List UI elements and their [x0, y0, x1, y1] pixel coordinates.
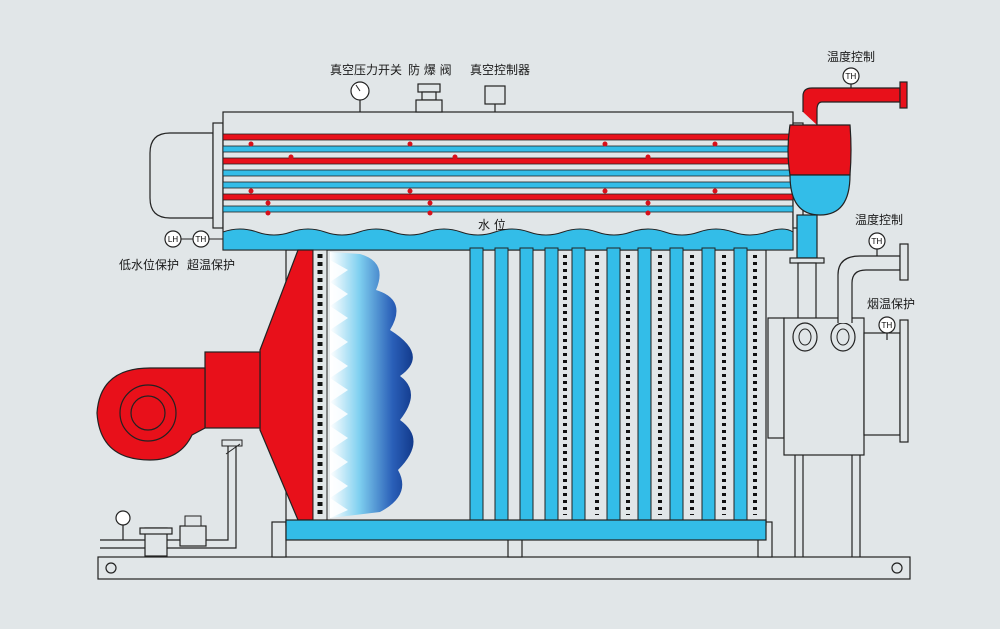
- water-level-label: 水 位: [478, 218, 506, 232]
- burner: [96, 249, 314, 521]
- top-temp-gauge: TH: [842, 67, 860, 85]
- steam-outlet: [787, 76, 908, 324]
- furnace-wall-tubes: [312, 249, 328, 521]
- low-water-level-gauge: LH: [164, 230, 182, 248]
- flue-gas-box: [767, 243, 909, 456]
- mid-temp-gauge: TH: [868, 232, 886, 250]
- flue-temp-gauge: TH: [878, 316, 896, 334]
- explosion-valve: [415, 83, 443, 113]
- over-temp-gauge: TH: [181, 230, 223, 248]
- flame: [330, 252, 414, 518]
- temp-control-top-label: 温度控制: [827, 50, 876, 64]
- vacuum-pressure-switch-gauge: [350, 81, 370, 112]
- top-drum: [149, 111, 804, 251]
- bottom-header: [285, 519, 767, 541]
- over-temp-protection-label: 超温保护: [187, 258, 236, 272]
- vacuum-controller-label: 真空控制器: [470, 63, 531, 77]
- convection-tubes: [469, 247, 757, 521]
- th-gauge-label: TH: [881, 321, 893, 330]
- explosion-valve-label: 防 爆 阀: [408, 63, 452, 77]
- feed-water-line: [100, 439, 243, 557]
- th-gauge-label: TH: [195, 235, 207, 244]
- flue-temp-protection-label: 烟温保护: [867, 297, 916, 311]
- th-gauge-label: TH: [871, 237, 883, 246]
- th-gauge-label: TH: [845, 72, 857, 81]
- temp-control-mid-label: 温度控制: [855, 213, 904, 227]
- low-water-protection-label: 低水位保护: [119, 258, 180, 272]
- vacuum-controller: [484, 85, 506, 112]
- lh-gauge-label: LH: [168, 235, 178, 244]
- vacuum-pressure-switch-label: 真空压力开关: [330, 63, 403, 77]
